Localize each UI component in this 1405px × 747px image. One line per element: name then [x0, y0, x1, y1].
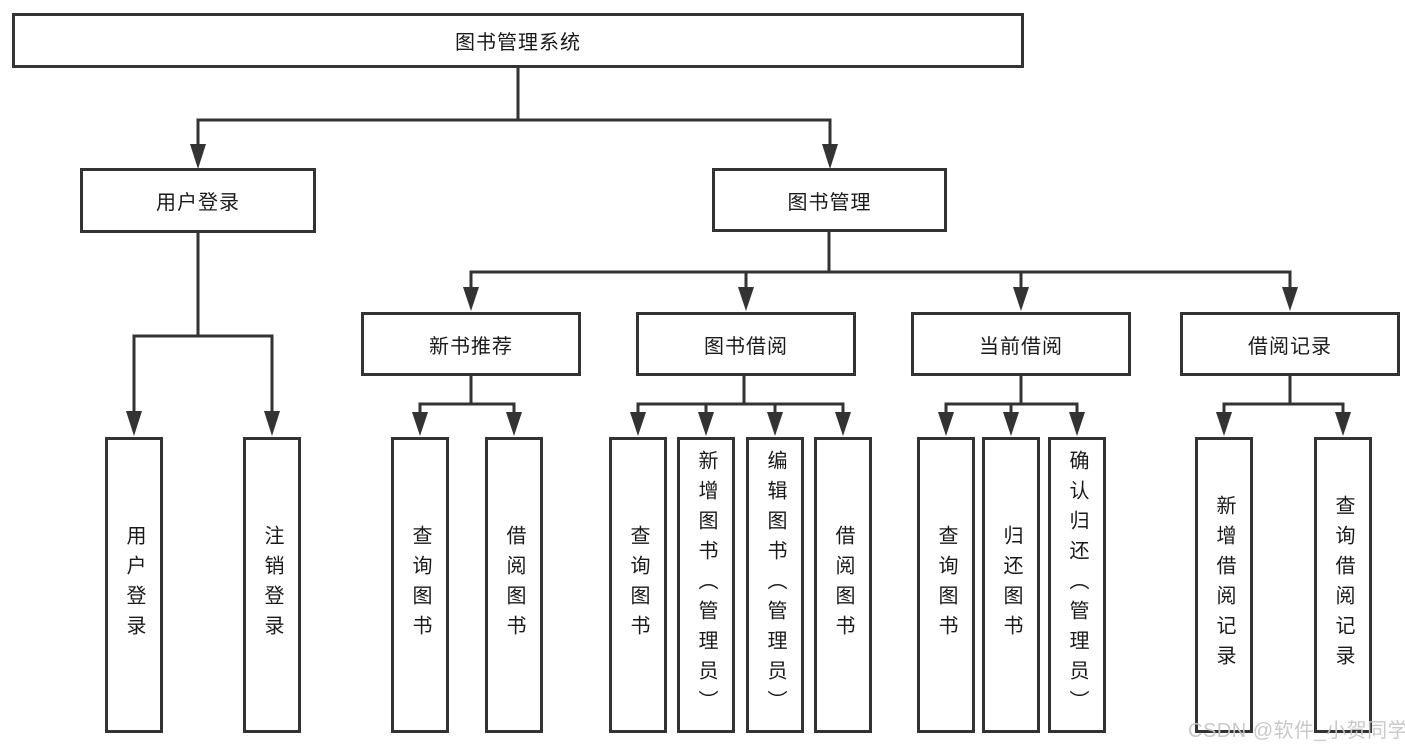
leaf-borrow-books: 借阅图书 — [814, 437, 872, 733]
leaf-user-login: 用户登录 — [105, 437, 163, 733]
leaf-confirm-return-admin: 确认归还（管理员） — [1048, 437, 1106, 733]
arrowheads — [126, 144, 1351, 436]
node-current-borrowing: 当前借阅 — [911, 312, 1131, 376]
leaf-query-books-recommend: 查询图书 — [391, 437, 449, 733]
leaf-add-borrow-record: 新增借阅记录 — [1195, 437, 1253, 733]
csdn-watermark: CSDN @软件_小贺同学 — [1188, 720, 1405, 742]
leaf-edit-book-admin: 编辑图书（管理员） — [746, 437, 804, 733]
node-book-management: 图书管理 — [712, 168, 947, 232]
node-user-login: 用户登录 — [80, 168, 316, 233]
node-library-system: 图书管理系统 — [12, 13, 1024, 68]
leaf-query-books-current: 查询图书 — [917, 437, 975, 733]
leaf-add-book-admin: 新增图书（管理员） — [677, 437, 735, 733]
node-new-book-recommend: 新书推荐 — [361, 312, 581, 376]
leaf-borrow-books-recommend: 借阅图书 — [485, 437, 543, 733]
leaf-query-borrow-record: 查询借阅记录 — [1314, 437, 1372, 733]
leaf-return-books: 归还图书 — [982, 437, 1040, 733]
leaf-query-books-borrow: 查询图书 — [609, 437, 667, 733]
node-book-borrowing: 图书借阅 — [636, 312, 856, 376]
leaf-logout: 注销登录 — [243, 437, 301, 733]
node-borrowing-records: 借阅记录 — [1180, 312, 1400, 376]
